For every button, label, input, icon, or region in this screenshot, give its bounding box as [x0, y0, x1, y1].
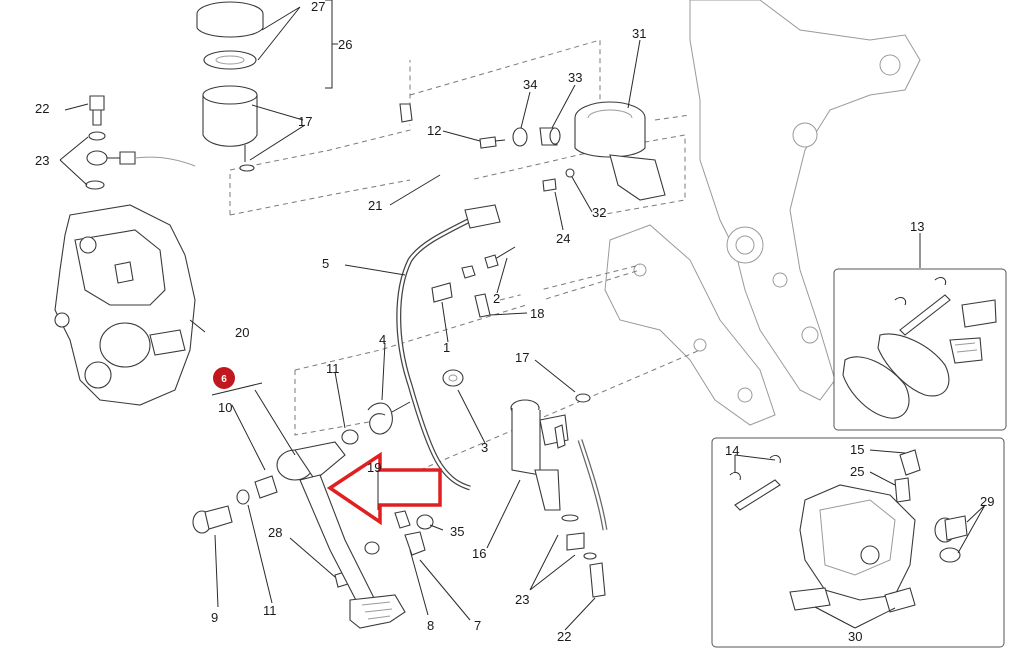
inset-caliper-assembly [711, 437, 1005, 648]
label-11-top[interactable]: 11 [326, 361, 340, 376]
label-28[interactable]: 28 [268, 525, 282, 540]
label-23-top[interactable]: 23 [35, 153, 49, 168]
label-22-top[interactable]: 22 [35, 101, 49, 116]
label-4[interactable]: 4 [379, 332, 386, 347]
label-35[interactable]: 35 [450, 524, 464, 539]
label-9[interactable]: 9 [211, 610, 218, 625]
label-22-bottom[interactable]: 22 [557, 629, 571, 644]
label-31[interactable]: 31 [632, 26, 646, 41]
label-17-mid[interactable]: 17 [515, 350, 529, 365]
label-33[interactable]: 33 [568, 70, 582, 85]
label-2[interactable]: 2 [493, 291, 500, 306]
label-16[interactable]: 16 [472, 546, 486, 561]
group-bracket-26 [325, 0, 333, 89]
label-20[interactable]: 20 [235, 325, 249, 340]
label-32[interactable]: 32 [592, 205, 606, 220]
rear-brake-caliper [54, 204, 196, 406]
label-5[interactable]: 5 [322, 256, 329, 271]
label-27[interactable]: 27 [311, 0, 325, 14]
label-26[interactable]: 26 [338, 37, 352, 52]
label-18[interactable]: 18 [530, 306, 544, 321]
frame-outline [604, 0, 921, 426]
label-1[interactable]: 1 [443, 340, 450, 355]
label-8[interactable]: 8 [427, 618, 434, 633]
fluid-reservoir [196, 1, 264, 172]
leader-lines [59, 6, 986, 631]
label-30[interactable]: 30 [848, 629, 862, 644]
label-7[interactable]: 7 [474, 618, 481, 633]
part-6-marker-line [211, 382, 263, 396]
label-17-top[interactable]: 17 [298, 114, 312, 129]
label-34[interactable]: 34 [523, 77, 537, 92]
label-24[interactable]: 24 [556, 231, 570, 246]
hoses [396, 103, 608, 531]
label-11-bottom[interactable]: 11 [263, 603, 277, 618]
label-25[interactable]: 25 [850, 464, 864, 479]
part-6-badge[interactable]: 6 [213, 367, 235, 389]
part-6-badge-label: 6 [221, 374, 227, 385]
inset-brake-pads [833, 268, 1007, 431]
label-19[interactable]: 19 [367, 460, 381, 475]
part-number-labels: 27 26 17 22 23 20 12 34 33 31 21 24 32 5… [35, 0, 994, 644]
label-13[interactable]: 13 [910, 219, 924, 234]
label-10[interactable]: 10 [218, 400, 232, 415]
label-3[interactable]: 3 [481, 440, 488, 455]
label-15[interactable]: 15 [850, 442, 864, 457]
master-cylinder [510, 399, 606, 598]
banjo-bolt-assembly-top [85, 95, 196, 190]
label-29[interactable]: 29 [980, 494, 994, 509]
brake-pedal [276, 441, 406, 629]
label-21[interactable]: 21 [368, 198, 382, 213]
label-23-bottom[interactable]: 23 [515, 592, 529, 607]
hose-bracket [574, 101, 666, 201]
label-14[interactable]: 14 [725, 443, 739, 458]
label-12[interactable]: 12 [427, 123, 441, 138]
small-parts [192, 127, 591, 588]
highlight-arrow [326, 451, 442, 526]
